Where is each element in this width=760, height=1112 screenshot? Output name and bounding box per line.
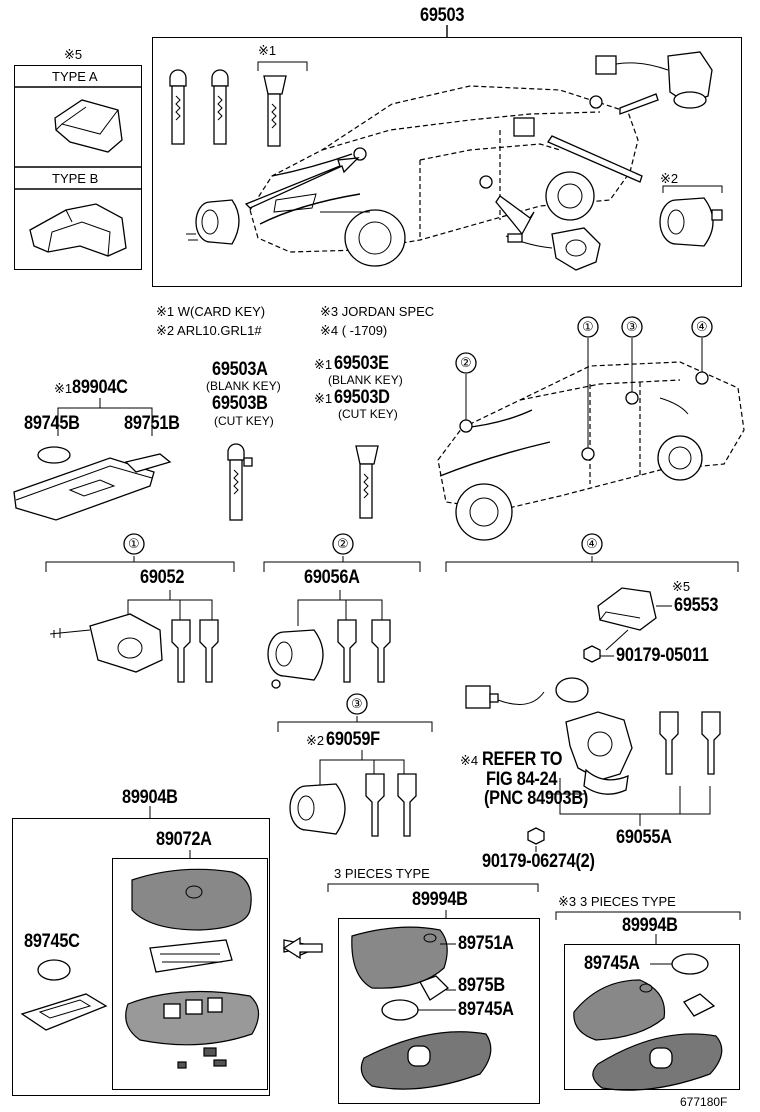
keys-top-drawing: [169, 69, 287, 147]
part-number-89072a[interactable]: 89072A: [156, 829, 212, 850]
steering-wire-top-drawing: [505, 227, 601, 271]
note-5-cover: ※5: [672, 579, 691, 594]
part-number-89751a[interactable]: 89751A: [458, 933, 514, 954]
cut-key-desc: (CUT KEY): [214, 414, 274, 428]
type-b-label: TYPE B: [52, 171, 99, 186]
note-1-d: ※1: [314, 391, 333, 406]
note-1-marker: ※1: [258, 43, 277, 58]
part-number-89745b[interactable]: 89745B: [24, 413, 80, 434]
car-callout-circle: [691, 316, 713, 338]
transmitter-89072a-drawing: [125, 868, 260, 1069]
transmitter-89072a-box: [112, 858, 268, 1090]
refer-to-fig[interactable]: FIG 84-24: [486, 769, 558, 790]
part-number-69503a[interactable]: 69503A: [212, 359, 268, 380]
car-callout-1: ①: [582, 319, 594, 334]
cut-key-desc-d: (CUT KEY): [338, 407, 398, 421]
refer-to-pnc[interactable]: (PNC 84903B): [484, 788, 589, 809]
screw-90179-05011-drawing: [583, 645, 601, 663]
part-number-89994b[interactable]: 89994B: [412, 889, 468, 910]
note-3-marker: ※3: [558, 894, 577, 909]
car-middle-drawing: [437, 338, 745, 541]
steering-lock-69055a-drawing: [465, 677, 721, 795]
car-top-drawing: [244, 85, 659, 267]
note-4-refer: ※4: [460, 753, 479, 768]
part-number-69503[interactable]: 69503: [420, 5, 465, 26]
cover-type-a-drawing: [54, 99, 123, 153]
part-number-89994b-jordan[interactable]: 89994B: [622, 915, 678, 936]
group-1-marker: ①: [128, 536, 140, 551]
part-number-69055a[interactable]: 69055A: [616, 827, 672, 848]
car-callout-3: ③: [626, 319, 638, 334]
car-callout-circle: [577, 316, 599, 338]
type-selection-box: [14, 65, 142, 270]
part-number-69052[interactable]: 69052: [140, 567, 185, 588]
cylinder-69059f-drawing: [289, 773, 417, 837]
cylinder-69056a-drawing: [267, 619, 391, 689]
nut-90179-06274-drawing: [527, 827, 545, 845]
note-4-text: ※4 ( -1709): [320, 323, 388, 338]
card-key-drawing: [13, 446, 172, 521]
figure-id: 677180F: [680, 1095, 728, 1109]
car-callout-4: ④: [696, 319, 708, 334]
note-2-text: ※2 ARL10.GRL1#: [156, 323, 262, 338]
assembly-69503-box: [152, 37, 742, 287]
group-3-marker: ③: [351, 696, 363, 711]
note-1-text: ※1 W(CARD KEY): [156, 304, 266, 319]
part-number-89745a-jordan[interactable]: 89745A: [584, 953, 640, 974]
part-number-90179-06274[interactable]: 90179-06274(2): [482, 851, 595, 872]
jordan-three-pieces-box: [564, 944, 740, 1090]
part-number-89904c[interactable]: 89904C: [72, 377, 128, 398]
three-pieces-type-label: 3 PIECES TYPE: [334, 866, 430, 881]
jordan-three-pieces-type-label: 3 PIECES TYPE: [580, 894, 676, 909]
lock-assembly-69052-drawing: [49, 613, 219, 683]
part-number-69503d[interactable]: 69503D: [334, 387, 390, 408]
cylinder-note2-drawing: [659, 197, 723, 247]
note-1-e: ※1: [314, 357, 333, 372]
refer-to-line-1: REFER TO: [482, 749, 563, 770]
group-2-marker: ②: [337, 536, 349, 551]
part-number-89751b[interactable]: 89751B: [124, 413, 180, 434]
cover-69553-drawing: [597, 587, 657, 631]
part-number-69056a[interactable]: 69056A: [304, 567, 360, 588]
part-number-69503e[interactable]: 69503E: [334, 353, 389, 374]
blank-key-desc: (BLANK KEY): [206, 379, 281, 393]
note-3-text: ※3 JORDAN SPEC: [320, 304, 435, 319]
part-number-69553[interactable]: 69553: [674, 595, 719, 616]
blank-key-desc-e: (BLANK KEY): [328, 373, 403, 387]
group-3-note: ※2: [306, 733, 325, 748]
part-number-89745a[interactable]: 89745A: [458, 999, 514, 1020]
three-pieces-drawing: [351, 926, 492, 1090]
part-number-8975b[interactable]: 8975B: [458, 975, 505, 996]
note-5-label: ※5: [64, 47, 83, 62]
part-number-69503b[interactable]: 69503B: [212, 393, 268, 414]
card-cut-key-drawing: [355, 445, 379, 519]
group-4-marker: ④: [586, 536, 598, 551]
blank-key-drawing: [227, 443, 253, 521]
car-callout-circle: [455, 352, 477, 374]
car-callout-circle: [621, 316, 643, 338]
part-number-89904b[interactable]: 89904B: [122, 787, 178, 808]
card-key-note: ※1: [54, 381, 73, 396]
smart-key-89904b-box: [12, 818, 270, 1096]
note-2-marker: ※2: [660, 171, 679, 186]
part-number-89745c[interactable]: 89745C: [24, 931, 80, 952]
part-number-90179-05011[interactable]: 90179-05011: [616, 645, 709, 666]
car-callout-2: ②: [460, 355, 472, 370]
three-pieces-box: [338, 918, 540, 1104]
cover-type-b-drawing: [29, 203, 127, 257]
steering-lock-top-drawing: [595, 51, 713, 109]
part-number-69059f[interactable]: 69059F: [326, 729, 380, 750]
ignition-cylinder-top-drawing: [186, 199, 240, 245]
battery-89745c-drawing: [20, 959, 108, 1031]
jordan-three-pieces-drawing: [573, 953, 723, 1091]
type-a-label: TYPE A: [52, 69, 98, 84]
